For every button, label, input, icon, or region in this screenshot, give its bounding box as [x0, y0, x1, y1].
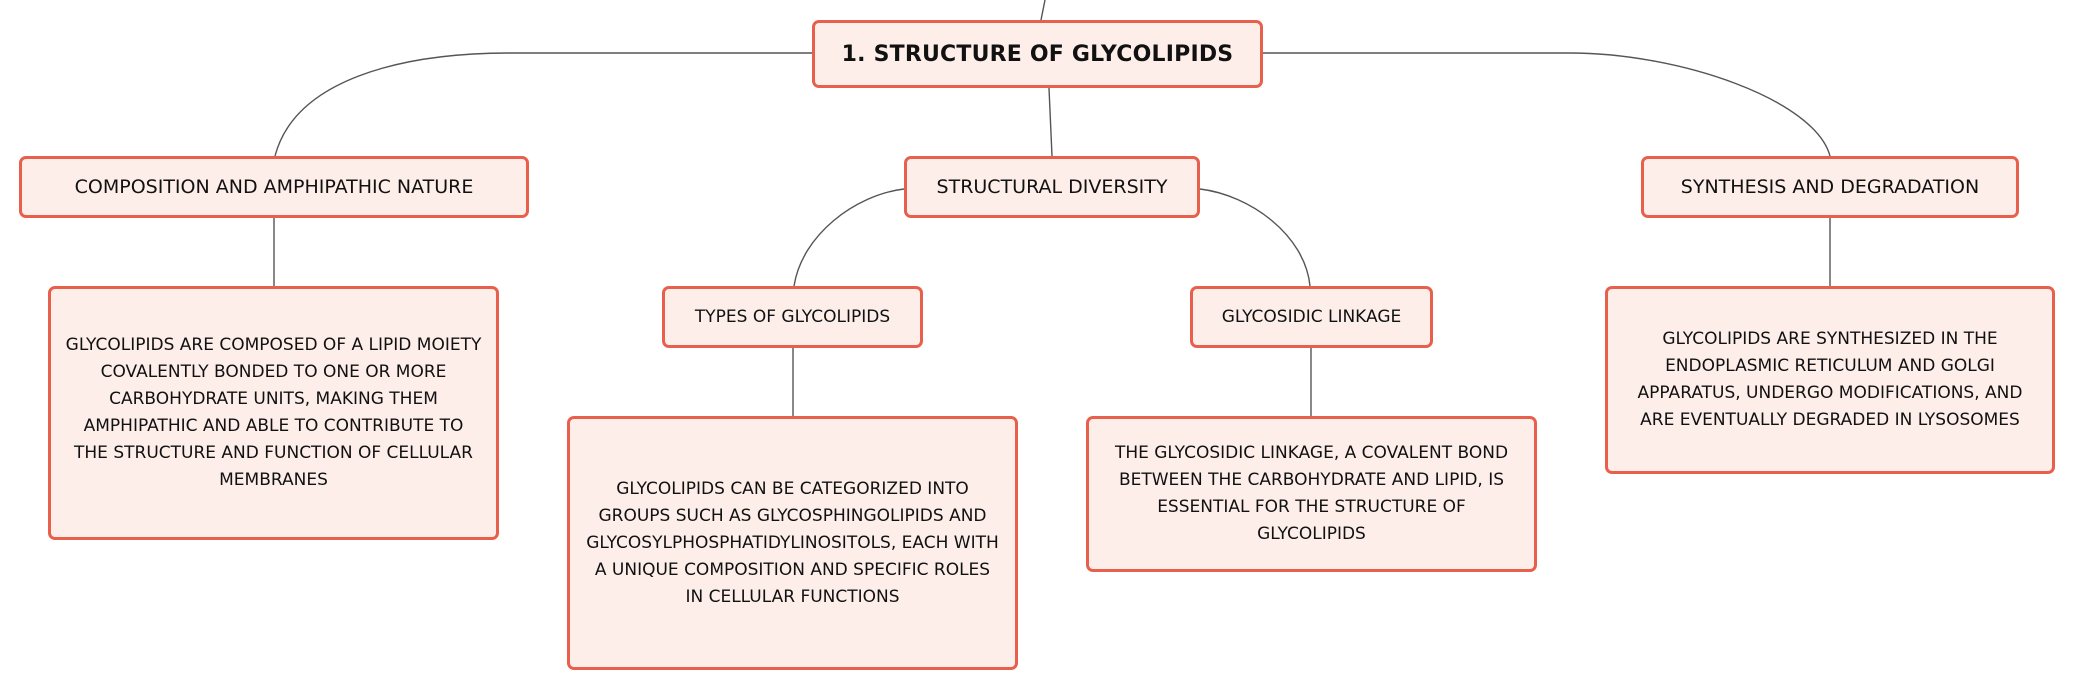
glycosidic-linkage-node[interactable]: GLYCOSIDIC LINKAGE — [1190, 286, 1433, 348]
connector-structural-to-linkage — [1199, 188, 1311, 287]
connector-root-to-composition — [274, 52, 812, 157]
structural-diversity-topic-label: STRUCTURAL DIVERSITY — [936, 176, 1168, 198]
linkage-description-node[interactable]: THE GLYCOSIDIC LINKAGE, A COVALENT BOND … — [1086, 416, 1537, 572]
composition-description-text: GLYCOLIPIDS ARE COMPOSED OF A LIPID MOIE… — [65, 335, 482, 490]
linkage-description-text: THE GLYCOSIDIC LINKAGE, A COVALENT BOND … — [1114, 443, 1509, 544]
synthesis-description-text: GLYCOLIPIDS ARE SYNTHESIZED IN THE ENDOP… — [1637, 329, 2023, 430]
synthesis-topic-node[interactable]: SYNTHESIS AND DEGRADATION — [1641, 156, 2019, 218]
composition-description-node[interactable]: GLYCOLIPIDS ARE COMPOSED OF A LIPID MOIE… — [48, 286, 499, 540]
composition-topic-node[interactable]: COMPOSITION AND AMPHIPATHIC NATURE — [19, 156, 529, 218]
root-topic-label: 1. STRUCTURE OF GLYCOLIPIDS — [841, 41, 1234, 67]
connector-root-to-synthesis — [1263, 52, 1831, 157]
types-description-text: GLYCOLIPIDS CAN BE CATEGORIZED INTO GROU… — [586, 478, 999, 607]
composition-topic-label: COMPOSITION AND AMPHIPATHIC NATURE — [74, 176, 474, 198]
connector-root-to-structural-diversity — [1048, 87, 1053, 157]
synthesis-topic-label: SYNTHESIS AND DEGRADATION — [1680, 176, 1980, 198]
types-of-glycolipids-label: TYPES OF GLYCOLIPIDS — [694, 307, 891, 327]
connector-structural-to-types — [793, 188, 905, 287]
structural-diversity-topic-node[interactable]: STRUCTURAL DIVERSITY — [904, 156, 1200, 218]
synthesis-description-node[interactable]: GLYCOLIPIDS ARE SYNTHESIZED IN THE ENDOP… — [1605, 286, 2055, 474]
types-of-glycolipids-node[interactable]: TYPES OF GLYCOLIPIDS — [662, 286, 923, 348]
connector-parent-to-root — [1040, 0, 1046, 21]
root-topic-node[interactable]: 1. STRUCTURE OF GLYCOLIPIDS — [812, 20, 1263, 88]
glycosidic-linkage-label: GLYCOSIDIC LINKAGE — [1221, 307, 1402, 327]
types-description-node[interactable]: GLYCOLIPIDS CAN BE CATEGORIZED INTO GROU… — [567, 416, 1018, 670]
